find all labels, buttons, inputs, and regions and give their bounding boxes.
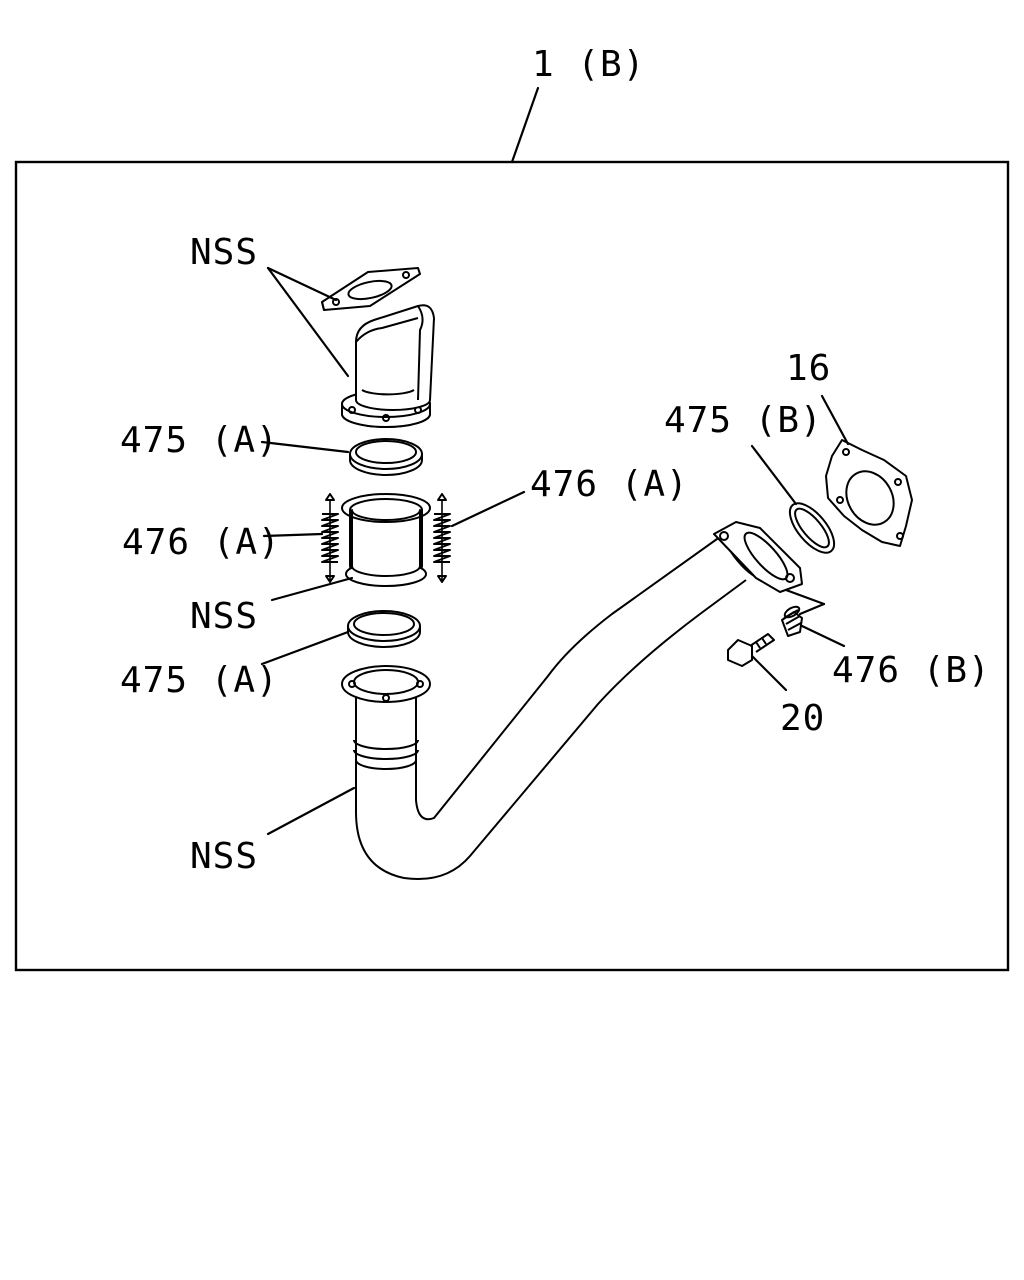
label-nss-pipe: NSS xyxy=(190,836,258,877)
label-bolt: 20 xyxy=(780,698,825,739)
gasket-16 xyxy=(825,439,913,547)
label-nss-mid: NSS xyxy=(190,596,258,637)
leader-spring-a-left xyxy=(262,532,324,538)
bolt-20 xyxy=(727,633,775,667)
label-spring-a-right: 476 (A) xyxy=(530,464,689,505)
middle-sleeve xyxy=(341,493,431,587)
leader-spring-a-right xyxy=(450,490,526,528)
leader-nss-pipe xyxy=(266,786,356,836)
leader-clamp-b xyxy=(750,444,798,506)
label-clamp-a-bottom: 475 (A) xyxy=(120,660,279,701)
label-spring-a-left: 476 (A) xyxy=(122,522,281,563)
leader-assembly xyxy=(510,86,540,164)
label-gasket: 16 xyxy=(786,348,831,389)
leader-nss-top-a xyxy=(266,266,338,302)
top-elbow-flange xyxy=(341,304,435,428)
leader-spring-b xyxy=(800,624,846,648)
leader-nss-top-b xyxy=(266,266,350,378)
diagram-frame xyxy=(14,160,1010,972)
spring-b xyxy=(781,605,803,637)
leader-clamp-a-top xyxy=(260,440,350,454)
leader-bolt xyxy=(750,654,788,692)
label-spring-b: 476 (B) xyxy=(832,650,991,691)
label-clamp-b: 475 (B) xyxy=(664,400,823,441)
leader-nss-mid xyxy=(270,576,354,602)
clamp-ring-a-bottom xyxy=(347,610,421,648)
label-clamp-a-top: 475 (A) xyxy=(120,420,279,461)
spring-a-left xyxy=(321,493,339,583)
label-nss-top: NSS xyxy=(190,232,258,273)
leader-spring-b-bracket2 xyxy=(798,602,826,616)
clamp-ring-b xyxy=(788,502,836,554)
top-gasket xyxy=(321,267,421,311)
leader-clamp-a-bottom xyxy=(260,630,350,666)
clamp-ring-a-top xyxy=(349,438,423,476)
main-exhaust-pipe xyxy=(341,521,803,880)
leader-spring-b-bracket xyxy=(784,588,826,606)
leader-gasket xyxy=(820,394,850,446)
spring-a-right xyxy=(433,493,451,583)
label-assembly: 1 (B) xyxy=(532,44,645,85)
